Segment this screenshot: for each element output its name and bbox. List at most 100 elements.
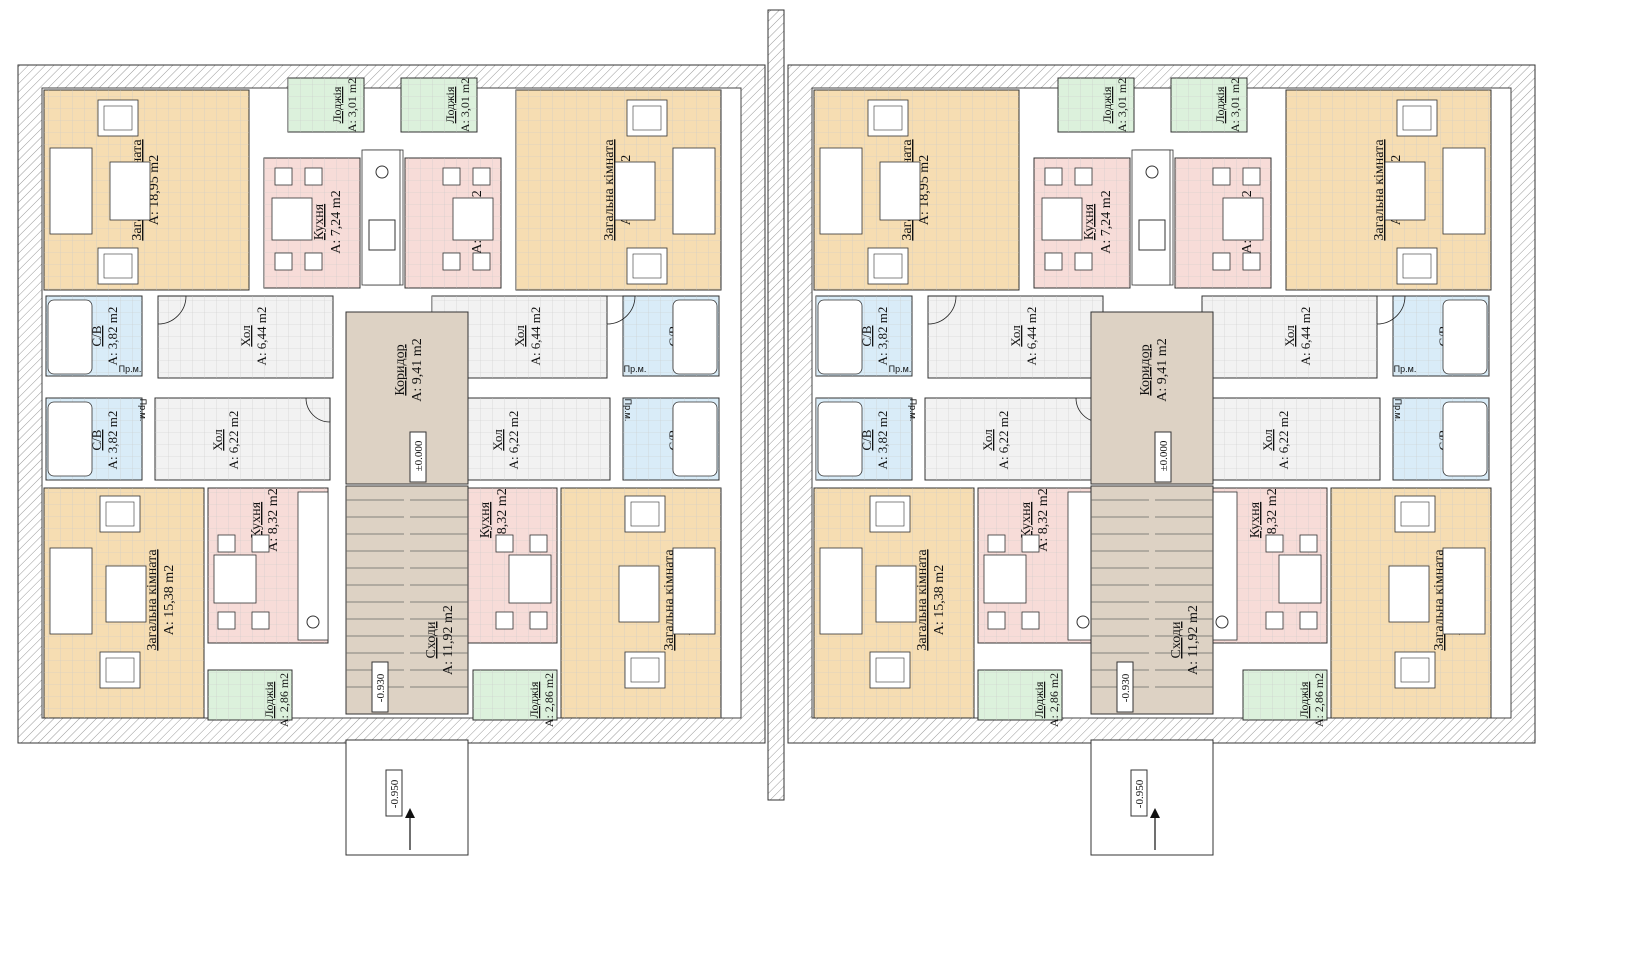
stairwell — [345, 485, 469, 715]
laundry-top-label: Пр.м. — [624, 364, 647, 374]
loggia-top-label-area: А: 3,01 m2 — [345, 78, 359, 132]
chair — [1299, 534, 1318, 553]
sofa — [1442, 147, 1486, 235]
stairs-label-area: А: 11,92 m2 — [1186, 605, 1201, 675]
stove-burner — [375, 165, 389, 179]
hall-bottom-label-name: Хол — [210, 429, 225, 451]
living-room-bottom-label-area: А: 15,38 m2 — [932, 565, 947, 635]
bathtub — [47, 401, 93, 477]
loggia-bottom-label-name: Лоджія — [262, 681, 276, 718]
stair-level: -0.930 — [375, 673, 387, 702]
bathroom-top-label-name: С/В — [859, 325, 874, 346]
laundry-bottom-label: Пр.м. — [908, 399, 918, 422]
bathroom-top-label-name: С/В — [89, 325, 104, 346]
chair — [1021, 611, 1040, 630]
loggia-bottom-label-name: Лоджія — [527, 681, 541, 718]
entry-level-marker — [385, 769, 403, 817]
corridor-label-area: А: 9,41 m2 — [410, 338, 425, 401]
chair — [1242, 252, 1261, 271]
entry-vestibule — [345, 739, 469, 856]
entry-level: -0.950 — [1134, 779, 1146, 808]
level-marker — [409, 431, 427, 483]
kitchen-bottom-label-name: Кухня — [1019, 501, 1034, 538]
sofa — [672, 147, 716, 235]
kitchen-bottom-label-name: Кухня — [249, 501, 264, 538]
bathroom-bottom-label-name: С/В — [859, 429, 874, 450]
hall-bottom-label-name: Хол — [1260, 429, 1275, 451]
corridor-level: ±0.000 — [1158, 440, 1170, 471]
chair — [987, 534, 1006, 553]
bathroom-top-label-area: А: 3,82 m2 — [875, 307, 890, 366]
corridor — [345, 311, 469, 485]
chair — [1212, 252, 1231, 271]
bathtub — [1442, 299, 1488, 375]
kitchen-top-label-name: Кухня — [1082, 203, 1097, 240]
bathroom-bottom-label-name: С/В — [89, 429, 104, 450]
stairs-label-area: А: 11,92 m2 — [441, 605, 456, 675]
hall-bottom-label-area: А: 6,22 m2 — [1276, 411, 1291, 470]
loggia-bottom-label-area: А: 2,86 m2 — [277, 673, 291, 727]
dining-table — [271, 197, 313, 241]
stairwell — [1090, 485, 1214, 715]
chair — [304, 252, 323, 271]
bathtub — [672, 299, 718, 375]
chair — [1074, 167, 1093, 186]
chair — [251, 611, 270, 630]
kitchen-counter — [1131, 149, 1171, 286]
corridor — [1090, 311, 1214, 485]
living-room-top-label-area: А: 18,95 m2 — [917, 155, 932, 225]
chair — [1265, 534, 1284, 553]
chair — [495, 534, 514, 553]
door — [927, 295, 957, 325]
laundry-top-label: Пр.м. — [1394, 364, 1417, 374]
laundry-bottom-label: Пр.м. — [623, 399, 633, 422]
kitchen-counter — [361, 149, 401, 286]
chair — [472, 167, 491, 186]
corridor-level: ±0.000 — [413, 440, 425, 471]
kitchen-bottom-label-area: А: 8,32 m2 — [1036, 488, 1051, 551]
loggia-bottom-label-name: Лоджія — [1032, 681, 1046, 718]
hall-bottom-label-name: Хол — [980, 429, 995, 451]
kitchen-bottom-label-area: А: 8,32 m2 — [266, 488, 281, 551]
chair — [251, 534, 270, 553]
hall-top-label-area: А: 6,44 m2 — [1298, 307, 1313, 366]
entry-level: -0.950 — [389, 779, 401, 808]
kitchen-counter — [297, 491, 329, 641]
loggia-top-label-name: Лоджія — [1100, 86, 1114, 123]
stove-burner — [1145, 165, 1159, 179]
stairs-label-name: Сходи — [424, 621, 439, 659]
sofa — [1442, 547, 1486, 635]
hall-bottom-label-name: Хол — [490, 429, 505, 451]
hall-bottom-label-area: А: 6,22 m2 — [996, 411, 1011, 470]
dining-table — [508, 554, 552, 604]
coffee-table — [109, 161, 151, 221]
sofa — [672, 547, 716, 635]
door — [305, 397, 331, 423]
living-room-top-label-name: Загальна кімната — [602, 139, 617, 241]
sink — [1138, 219, 1166, 251]
chair — [1299, 611, 1318, 630]
chair — [1212, 167, 1231, 186]
kitchen-top-label-area: А: 7,24 m2 — [329, 190, 344, 253]
kitchen-top-label-area: А: 7,24 m2 — [1099, 190, 1114, 253]
loggia-bottom-label-area: А: 2,86 m2 — [1312, 673, 1326, 727]
dining-table — [1222, 197, 1264, 241]
